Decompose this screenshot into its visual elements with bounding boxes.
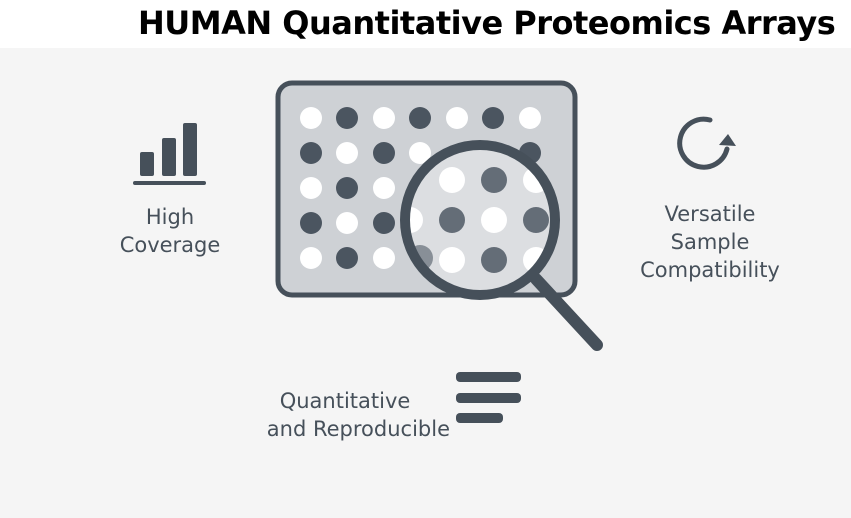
title-band: [0, 0, 851, 48]
bar-chart-icon: [133, 123, 206, 185]
lines-list-icon: [456, 372, 521, 423]
feature-high-coverage-label: High Coverage: [119, 205, 221, 257]
refresh-cycle-icon: [677, 116, 736, 170]
page-title: HUMAN Quantitative Proteomics Arrays: [138, 4, 836, 42]
feature-versatile-label: Versatile Sample Compatibility: [640, 202, 780, 282]
feature-quantitative-label: Quantitative and Reproducible: [266, 389, 450, 441]
